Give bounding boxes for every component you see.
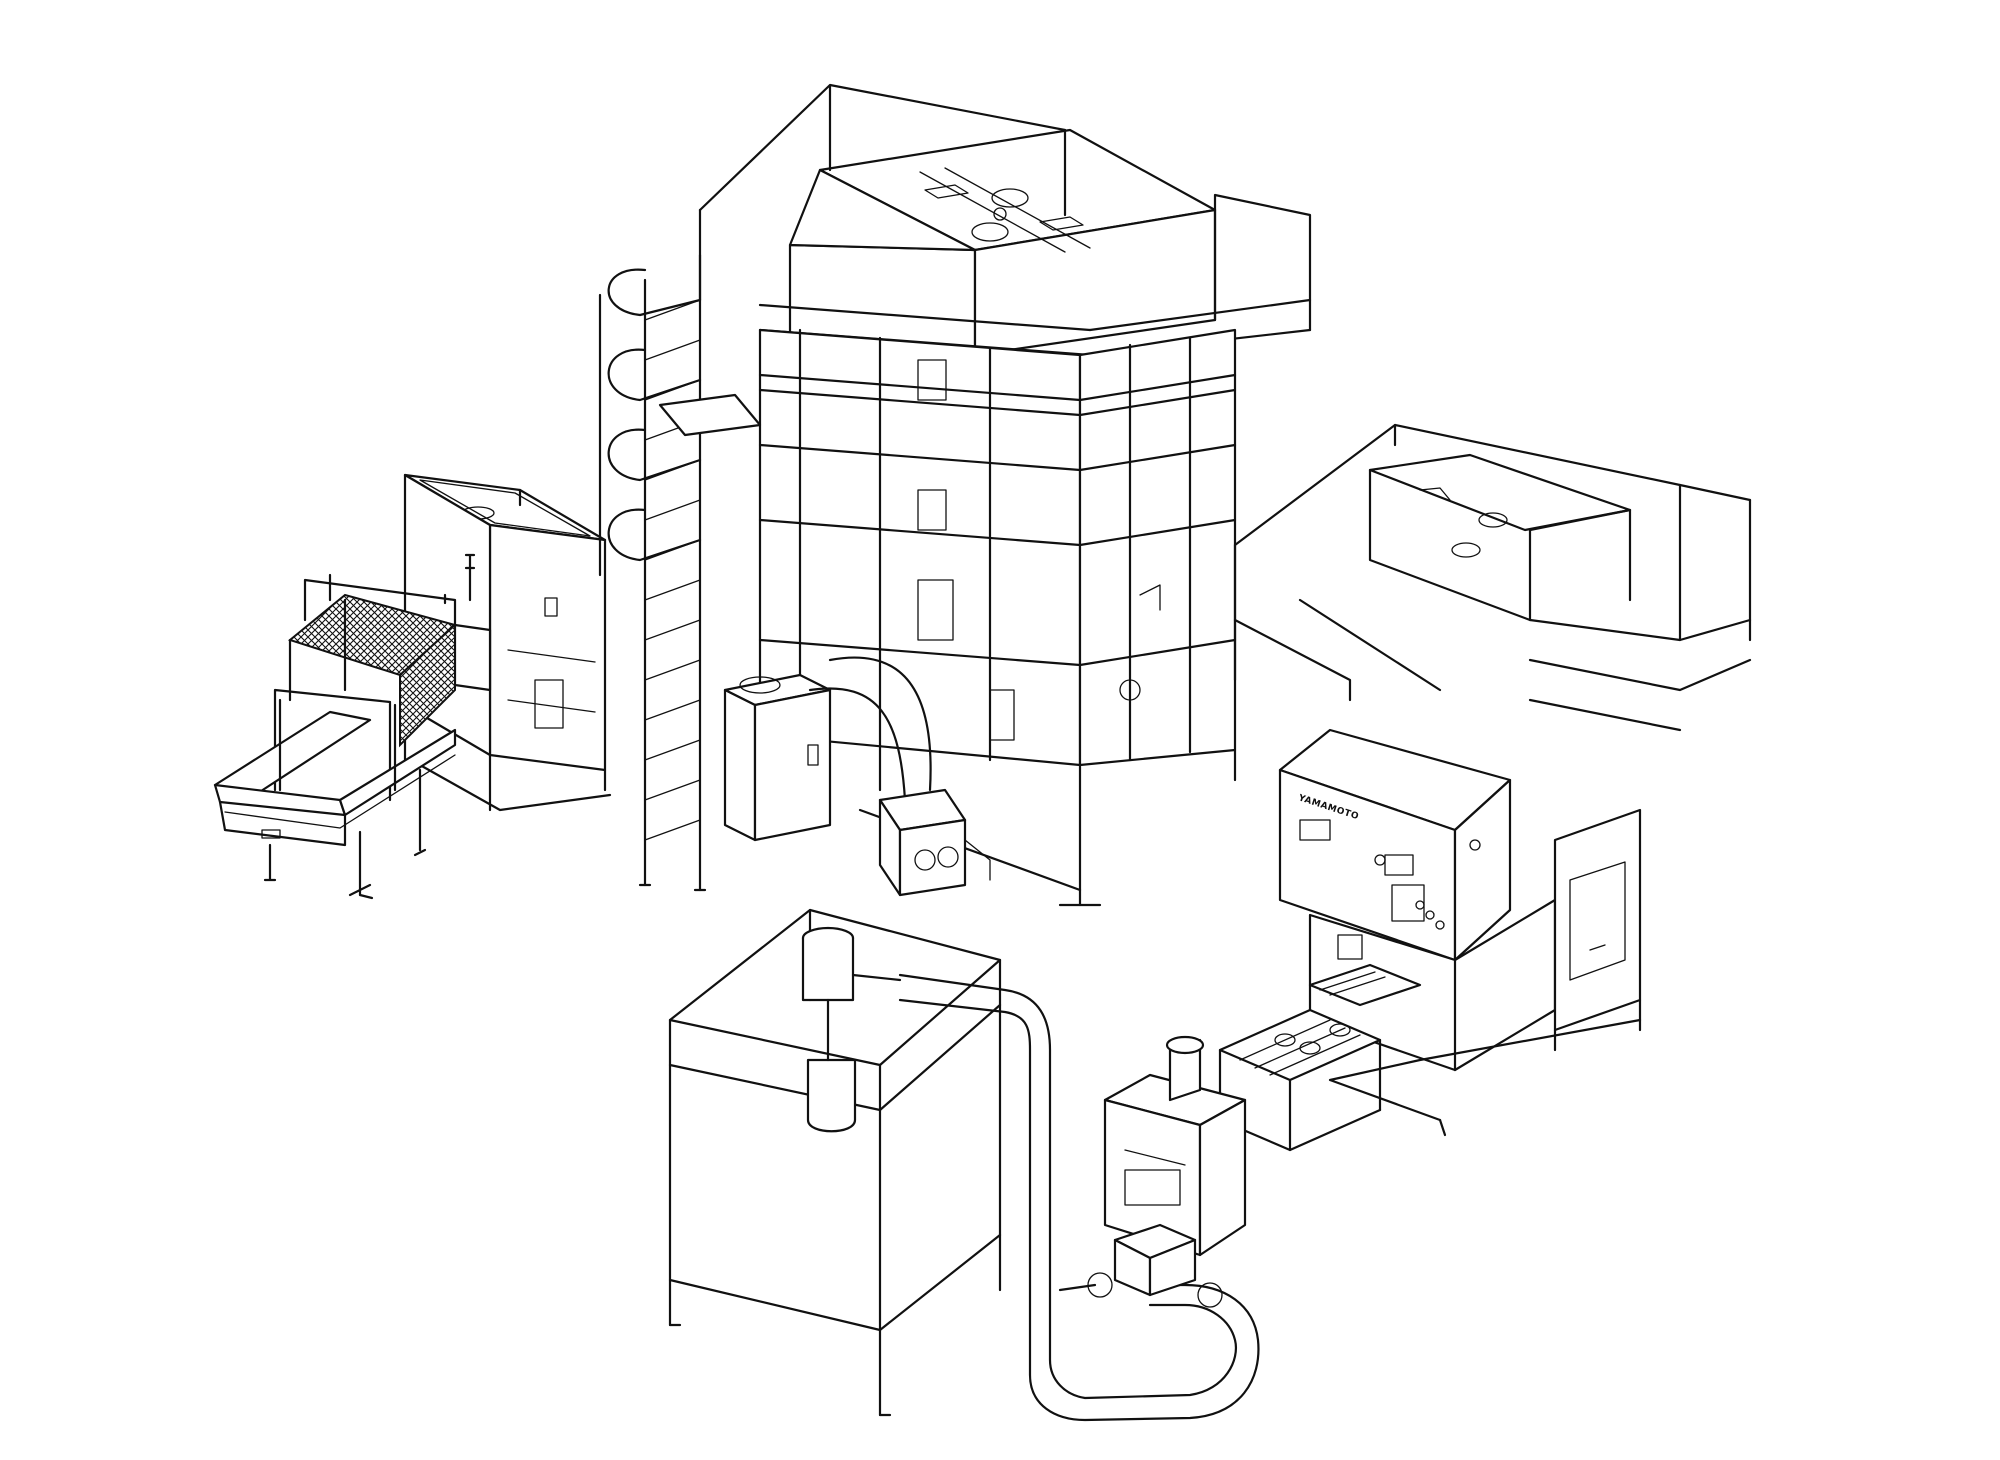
steel-tower-with-ladder bbox=[598, 83, 1312, 907]
belt-conveyor-feeder bbox=[213, 473, 612, 900]
transfer-conveyor-line bbox=[1218, 963, 1422, 1152]
pneumatic-transfer-pipe bbox=[898, 973, 1260, 1422]
bag-discharge-frame bbox=[668, 908, 1002, 1417]
platform-machine-unit: YAMAMOTO bbox=[1233, 423, 1752, 1137]
